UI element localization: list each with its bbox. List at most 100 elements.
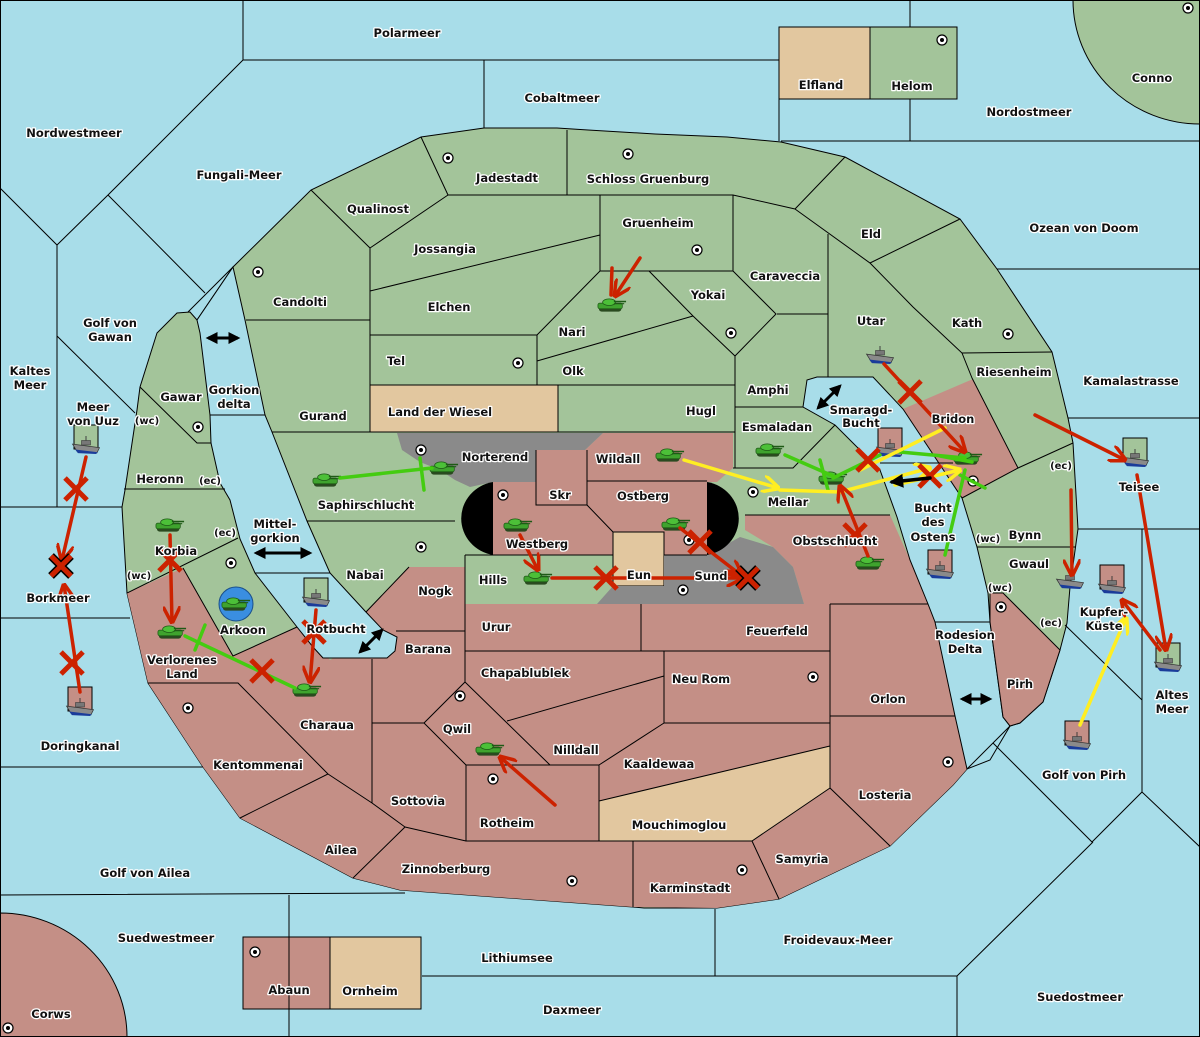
label-seas-polarmeer: Polarmeer xyxy=(374,26,441,40)
order-line xyxy=(1033,413,1125,460)
unit-fleet-bucht-des-ostens[interactable] xyxy=(926,549,954,580)
unit-army-arkoon[interactable] xyxy=(218,586,254,622)
label-land-losteria: Losteria xyxy=(859,788,912,802)
order-line xyxy=(500,757,557,807)
order-line xyxy=(193,623,207,652)
region-mouchimoglou[interactable] xyxy=(599,746,830,841)
region-ornheim[interactable] xyxy=(329,936,422,1010)
label-seas-bucht-des-ostens-2: Ostens xyxy=(911,530,956,544)
double-arrow-icon xyxy=(358,628,384,654)
x-mark-icon xyxy=(63,476,89,502)
coast-label-coasts-wc: (wc) xyxy=(127,571,151,582)
label-land-tel: Tel xyxy=(387,354,405,368)
channel-west xyxy=(196,265,398,659)
region-land-der-wiesel[interactable] xyxy=(370,385,558,432)
province-labels: PolarmeerCobaltmeerNordwestmeerFungali-M… xyxy=(8,25,1190,1023)
label-land-gruenheim: Gruenheim xyxy=(622,216,693,230)
label-seas-bucht-des-ostens-0: Bucht xyxy=(914,501,952,515)
impassable-east xyxy=(707,482,739,555)
label-seas-golf-von-ailea: Golf von Ailea xyxy=(100,866,190,880)
order-line xyxy=(310,608,316,682)
x-mark-icon xyxy=(59,650,85,676)
connection-arrows xyxy=(205,332,993,705)
supply-center-icon xyxy=(736,864,748,876)
coast-label-coasts-wc: (wc) xyxy=(988,583,1012,594)
label-land-neu-rom: Neu Rom xyxy=(672,672,730,686)
supply-center-icon xyxy=(1002,328,1014,340)
label-land-hugl: Hugl xyxy=(686,404,716,418)
label-land-kath: Kath xyxy=(952,316,982,330)
x-mark-icon xyxy=(917,463,943,489)
label-land-samyria: Samyria xyxy=(776,852,829,866)
order-line xyxy=(1078,618,1126,727)
label-seas-kamalastrasse: Kamalastrasse xyxy=(1083,374,1179,388)
label-seas-meer-von-uuz-1: von Uuz xyxy=(67,414,119,428)
coast-label-coasts-ec: (ec) xyxy=(199,476,221,487)
supply-center-icon xyxy=(252,266,264,278)
coast-label-coasts-wc: (wc) xyxy=(976,534,1000,545)
label-land-skr: Skr xyxy=(549,488,571,502)
supply-center-icon xyxy=(691,244,703,256)
order-line xyxy=(62,455,88,560)
label-land-esmaladan: Esmaladan xyxy=(742,420,812,434)
label-land-qwil: Qwil xyxy=(443,722,471,736)
supply-center-icon xyxy=(225,557,237,569)
label-land-riesenheim: Riesenheim xyxy=(976,365,1051,379)
label-land-ostberg: Ostberg xyxy=(617,489,669,503)
order-line xyxy=(609,266,614,297)
order-line xyxy=(615,256,642,296)
label-land-gurand: Gurand xyxy=(299,409,346,423)
label-land-mellar: Mellar xyxy=(768,495,809,509)
province-borders xyxy=(124,130,1076,907)
region-conno[interactable] xyxy=(1072,0,1200,125)
label-land-conno: Conno xyxy=(1132,71,1173,85)
order-line xyxy=(818,458,830,492)
unit-fleet-smaragd-bucht[interactable] xyxy=(876,427,904,458)
supply-center-icon xyxy=(192,421,204,433)
coast-label-coasts-ec: (ec) xyxy=(214,528,236,539)
supply-center-icon xyxy=(415,444,427,456)
label-land-saphirschlucht: Saphirschlucht xyxy=(318,498,415,512)
label-land-gwaul: Gwaul xyxy=(1009,557,1049,571)
label-seas-rotbucht: Rotbucht xyxy=(306,622,366,636)
order-line xyxy=(1071,488,1072,575)
label-seas-kupfer-kueste-1: Küste xyxy=(1085,619,1122,633)
order-line xyxy=(938,454,974,464)
unit-fleet-meer-von-uuz[interactable] xyxy=(72,424,100,455)
label-land-olk: Olk xyxy=(562,364,584,378)
label-seas-mittelgorkion-1: gorkion xyxy=(250,531,299,545)
label-land-gawar: Gawar xyxy=(160,390,202,404)
order-line xyxy=(1135,473,1166,650)
label-land-bridon: Bridon xyxy=(932,412,975,426)
label-seas-cobaltmeer: Cobaltmeer xyxy=(524,91,599,105)
region-corws[interactable] xyxy=(0,912,128,1037)
label-seas-teisee: Teisee xyxy=(1119,480,1160,494)
label-land-feuerfeld: Feuerfeld xyxy=(746,624,808,638)
label-land-orlon: Orlon xyxy=(870,692,905,706)
label-seas-gorkion-delta-0: Gorkion xyxy=(209,383,260,397)
label-seas-lithiumsee: Lithiumsee xyxy=(481,951,553,965)
supply-center-icon xyxy=(249,946,261,958)
label-land-candolti: Candolti xyxy=(273,295,327,309)
unit-fleet-rotbucht[interactable] xyxy=(302,577,330,608)
label-seas-kupfer-kueste-0: Kupfer- xyxy=(1080,605,1129,619)
label-seas-ozean-von-doom: Ozean von Doom xyxy=(1029,221,1138,235)
unit-fleet-golf-von-pirh[interactable] xyxy=(1063,720,1091,751)
label-land-utar: Utar xyxy=(857,314,886,328)
supply-center-icon xyxy=(677,584,689,596)
region-pirh[interactable] xyxy=(989,592,1061,727)
unit-fleet-teisee[interactable] xyxy=(1121,437,1149,468)
supply-center-icon xyxy=(512,357,524,369)
supply-center-icon xyxy=(454,690,466,702)
label-land-verlorenes-land-0: Verlorenes xyxy=(147,653,217,667)
order-line xyxy=(418,456,426,492)
label-land-eun: Eun xyxy=(627,568,651,582)
label-land-sottovia: Sottovia xyxy=(391,794,445,808)
x-mark-icon xyxy=(593,565,619,591)
label-seas-borkmeer: Borkmeer xyxy=(26,591,90,605)
label-seas-altes-meer-1: Meer xyxy=(1156,702,1189,716)
supply-center-icon xyxy=(1182,2,1194,14)
unit-fleet-kupfer-k-ste[interactable] xyxy=(1098,564,1126,595)
